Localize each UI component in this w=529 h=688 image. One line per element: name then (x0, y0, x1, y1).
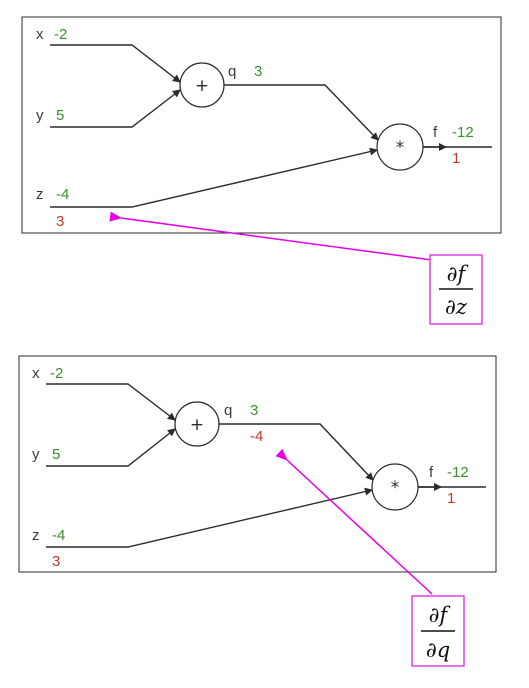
wire-y-to-add (50, 89, 181, 128)
derivative-annotation-dz: ∂f ∂z (109, 211, 483, 325)
input-x-name: x (36, 26, 44, 43)
mul-output-gradient: 1 (447, 490, 455, 507)
graph-panel-top: x -2 y 5 + q 3 z -4 3 * f -12 1 (21, 16, 502, 234)
annotation-arrow-dq (275, 448, 433, 595)
panel-frame (18, 355, 497, 573)
wire-z-to-mul (46, 487, 373, 548)
input-z-value: -4 (56, 186, 69, 203)
add-operator: + (195, 76, 209, 96)
derivative-denominator: ∂z (445, 295, 468, 319)
derivative-numerator: ∂f (447, 262, 469, 286)
input-z-name: z (36, 186, 44, 203)
multiply-operator: * (391, 478, 400, 498)
add-output-value: 3 (250, 402, 258, 419)
wire-q-to-mul (224, 84, 379, 141)
wire-x-to-add (50, 44, 181, 83)
wire-y-to-add (46, 428, 176, 467)
derivative-numerator: ∂f (429, 603, 451, 627)
mul-output-value: -12 (452, 124, 474, 141)
input-y-name: y (32, 446, 40, 463)
wire-z-to-mul (50, 147, 378, 208)
graph-panel-bottom: x -2 y 5 + q 3 -4 z -4 3 * f -12 1 (18, 355, 497, 573)
panel-frame (21, 16, 502, 234)
mul-output-gradient: 1 (452, 150, 460, 167)
input-x-value: -2 (50, 365, 63, 382)
input-x-name: x (32, 365, 40, 382)
wire-x-to-add (46, 383, 176, 421)
input-z-gradient: 3 (52, 553, 60, 570)
input-y-value: 5 (56, 107, 64, 124)
input-y-value: 5 (52, 446, 60, 463)
input-z-value: -4 (52, 527, 65, 544)
input-z-name: z (32, 527, 40, 544)
derivative-denominator: ∂q (426, 638, 450, 662)
add-output-name: q (228, 63, 236, 80)
mul-output-value: -12 (447, 464, 469, 481)
mul-output-name: f (433, 124, 438, 141)
multiply-operator: * (396, 138, 405, 158)
add-output-gradient: -4 (250, 428, 263, 445)
derivative-annotation-dq: ∂f ∂q (275, 448, 465, 667)
input-z-gradient: 3 (56, 213, 64, 230)
input-x-value: -2 (54, 26, 67, 43)
add-operator: + (190, 415, 204, 435)
mul-output-name: f (429, 464, 434, 481)
add-output-name: q (224, 402, 232, 419)
wire-q-to-mul (219, 423, 374, 481)
add-output-value: 3 (254, 63, 262, 80)
annotation-arrow-dz (109, 211, 433, 261)
input-y-name: y (36, 107, 44, 124)
